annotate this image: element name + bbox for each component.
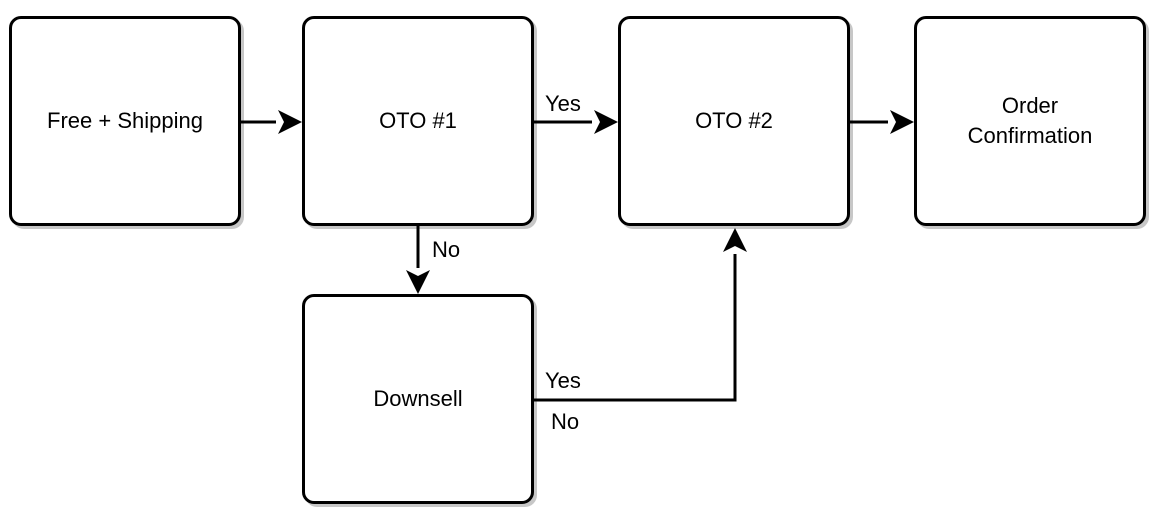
node-oto2: OTO #2 bbox=[618, 16, 850, 226]
node-downsell-label: Downsell bbox=[373, 386, 463, 411]
node-order-confirmation-label-line1: Order bbox=[1001, 93, 1059, 118]
edge-label-oto1-no: No bbox=[432, 237, 461, 262]
edge-oto2-to-order-confirmation bbox=[849, 110, 914, 134]
node-free-shipping: Free + Shipping bbox=[9, 16, 241, 226]
edge-downsell-to-oto2 bbox=[534, 228, 747, 402]
edge-label-downsell-yes: Yes bbox=[545, 368, 581, 393]
node-oto2-label: OTO #2 bbox=[695, 108, 773, 133]
edge-oto1-to-oto2 bbox=[534, 110, 618, 134]
node-free-shipping-label: Free + Shipping bbox=[47, 108, 203, 133]
edge-label-downsell-no: No bbox=[551, 409, 580, 434]
node-downsell: Downsell bbox=[302, 294, 534, 504]
node-order-confirmation-label-line2: Confirmation bbox=[967, 123, 1093, 148]
edge-free-shipping-to-oto1 bbox=[241, 110, 302, 134]
edge-label-oto1-yes: Yes bbox=[545, 91, 581, 116]
node-order-confirmation: Order Confirmation bbox=[914, 16, 1146, 226]
edge-oto1-to-downsell bbox=[406, 226, 430, 294]
node-oto1: OTO #1 bbox=[302, 16, 534, 226]
node-oto1-label: OTO #1 bbox=[379, 108, 457, 133]
